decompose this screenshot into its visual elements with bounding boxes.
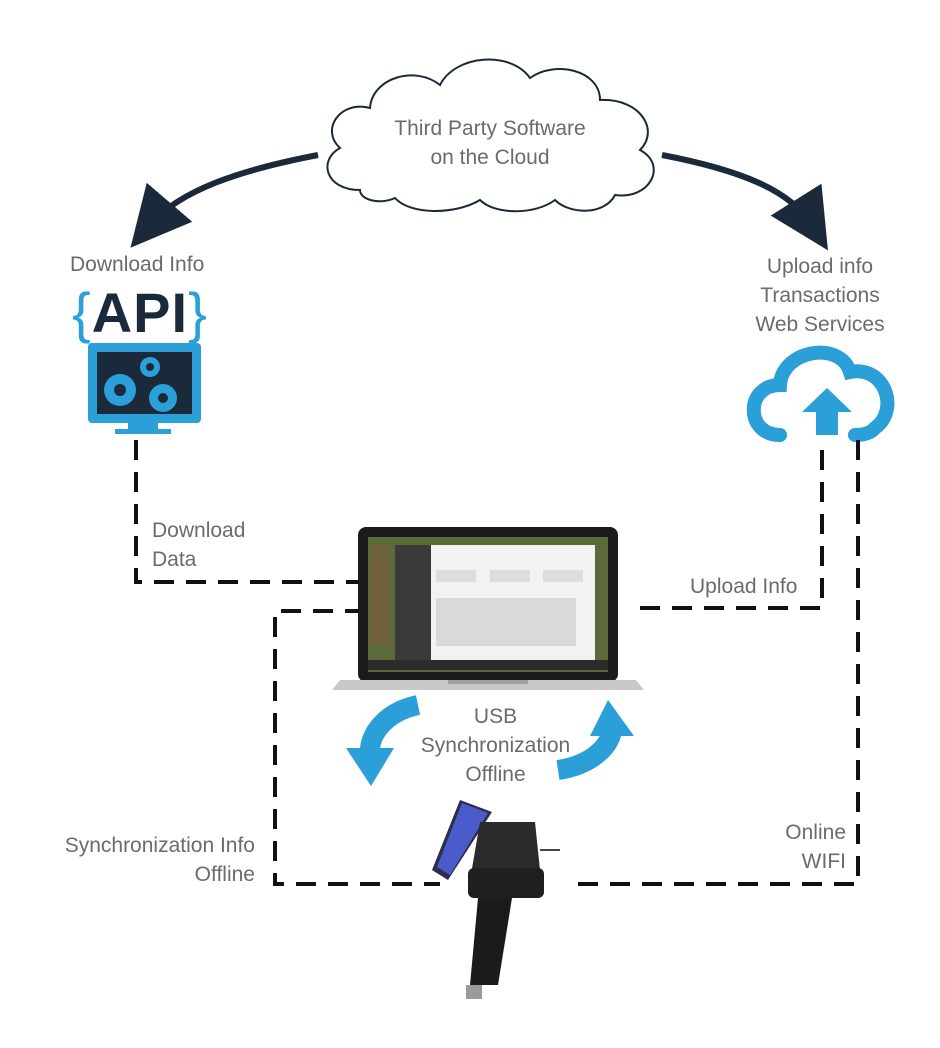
upload-info-line3: Web Services — [755, 313, 885, 336]
sync-info-label: Synchronization Info Offline — [30, 831, 255, 889]
usb-sync-arrows — [346, 695, 634, 786]
cloud-label-line2: on the Cloud — [430, 146, 550, 169]
api-close-brace: } — [188, 281, 208, 344]
cloud-shape — [326, 58, 655, 213]
upload-info-edge-label: Upload Info — [690, 575, 798, 598]
upload-info-label: Upload info Transactions Web Services — [735, 252, 905, 339]
monitor-gears-icon — [88, 343, 201, 434]
line-left-loop — [273, 609, 440, 886]
handheld-device-image — [432, 800, 560, 999]
dashed-connectors — [134, 440, 860, 886]
sync-info-line2: Offline — [194, 863, 255, 886]
online-wifi-label: Online WIFI — [740, 818, 846, 876]
arrow-cloud-to-upload — [661, 152, 828, 251]
cloud-label-line1: Third Party Software — [394, 117, 586, 140]
usb-line1: USB — [473, 705, 518, 728]
usb-line3: Offline — [465, 763, 526, 786]
download-info-label: Download Info — [70, 253, 205, 276]
api-open-brace: { — [72, 281, 92, 344]
api-logo: {API} — [72, 282, 208, 344]
line-api-download — [134, 440, 370, 584]
download-data-line1: Download — [152, 519, 246, 542]
online-line2: WIFI — [801, 850, 846, 873]
download-data-label: Download Data — [152, 516, 245, 574]
laptop-image — [332, 527, 644, 690]
upload-info-line1: Upload info — [766, 255, 874, 278]
usb-sync-label: USB Synchronization Offline — [408, 702, 583, 789]
online-line1: Online — [785, 821, 846, 844]
arrow-cloud-to-api — [130, 152, 319, 248]
download-data-line2: Data — [152, 548, 197, 571]
cloud-label: Third Party Software on the Cloud — [360, 114, 620, 172]
upload-info-line2: Transactions — [760, 284, 880, 307]
cloud-upload-icon — [746, 345, 895, 442]
sync-info-line1: Synchronization Info — [64, 834, 255, 857]
line-upload-info — [640, 440, 824, 610]
api-word: API — [91, 281, 189, 344]
usb-line2: Synchronization — [420, 734, 571, 757]
line-online-wifi — [575, 440, 860, 886]
